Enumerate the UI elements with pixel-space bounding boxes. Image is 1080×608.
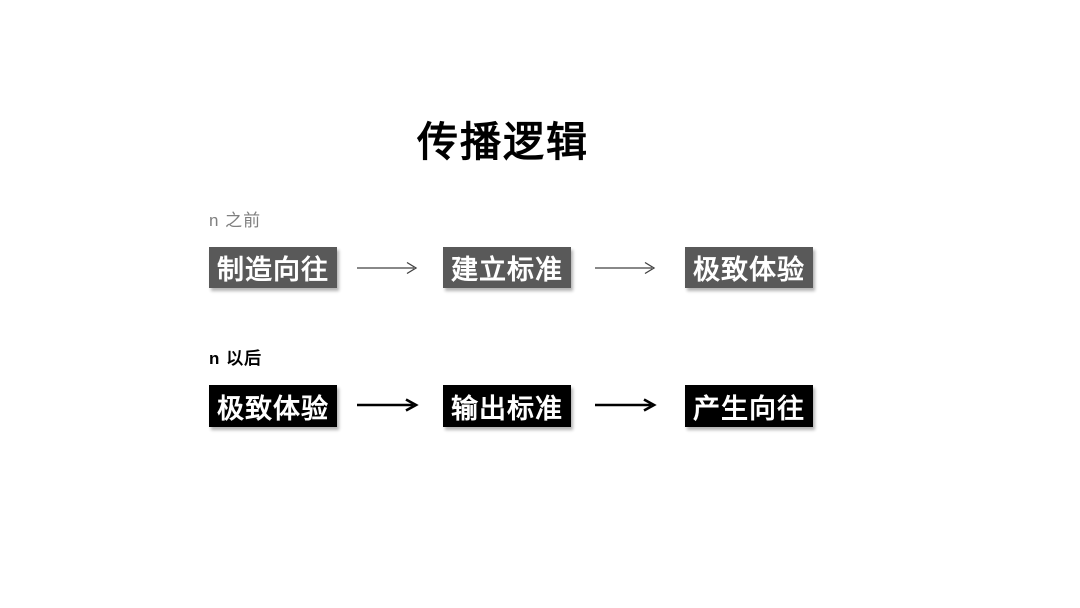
arrow-right-icon (357, 261, 418, 275)
flow-box-row2-step1: 极致体验 (209, 385, 337, 427)
row2-label: n 以后 (209, 349, 263, 368)
flow-box-row1-step2: 建立标准 (443, 247, 571, 288)
flow-box-row1-step3: 极致体验 (685, 247, 813, 288)
row1-label: n 之前 (209, 211, 262, 230)
flow-box-row1-step1: 制造向往 (209, 247, 337, 288)
arrow-right-icon (595, 261, 656, 275)
arrow-right-icon (595, 398, 657, 412)
arrow-right-icon (357, 398, 419, 412)
flow-box-row2-step2: 输出标准 (443, 385, 571, 427)
slide-title: 传播逻辑 (417, 119, 589, 165)
flow-box-row2-step3: 产生向往 (685, 385, 813, 427)
